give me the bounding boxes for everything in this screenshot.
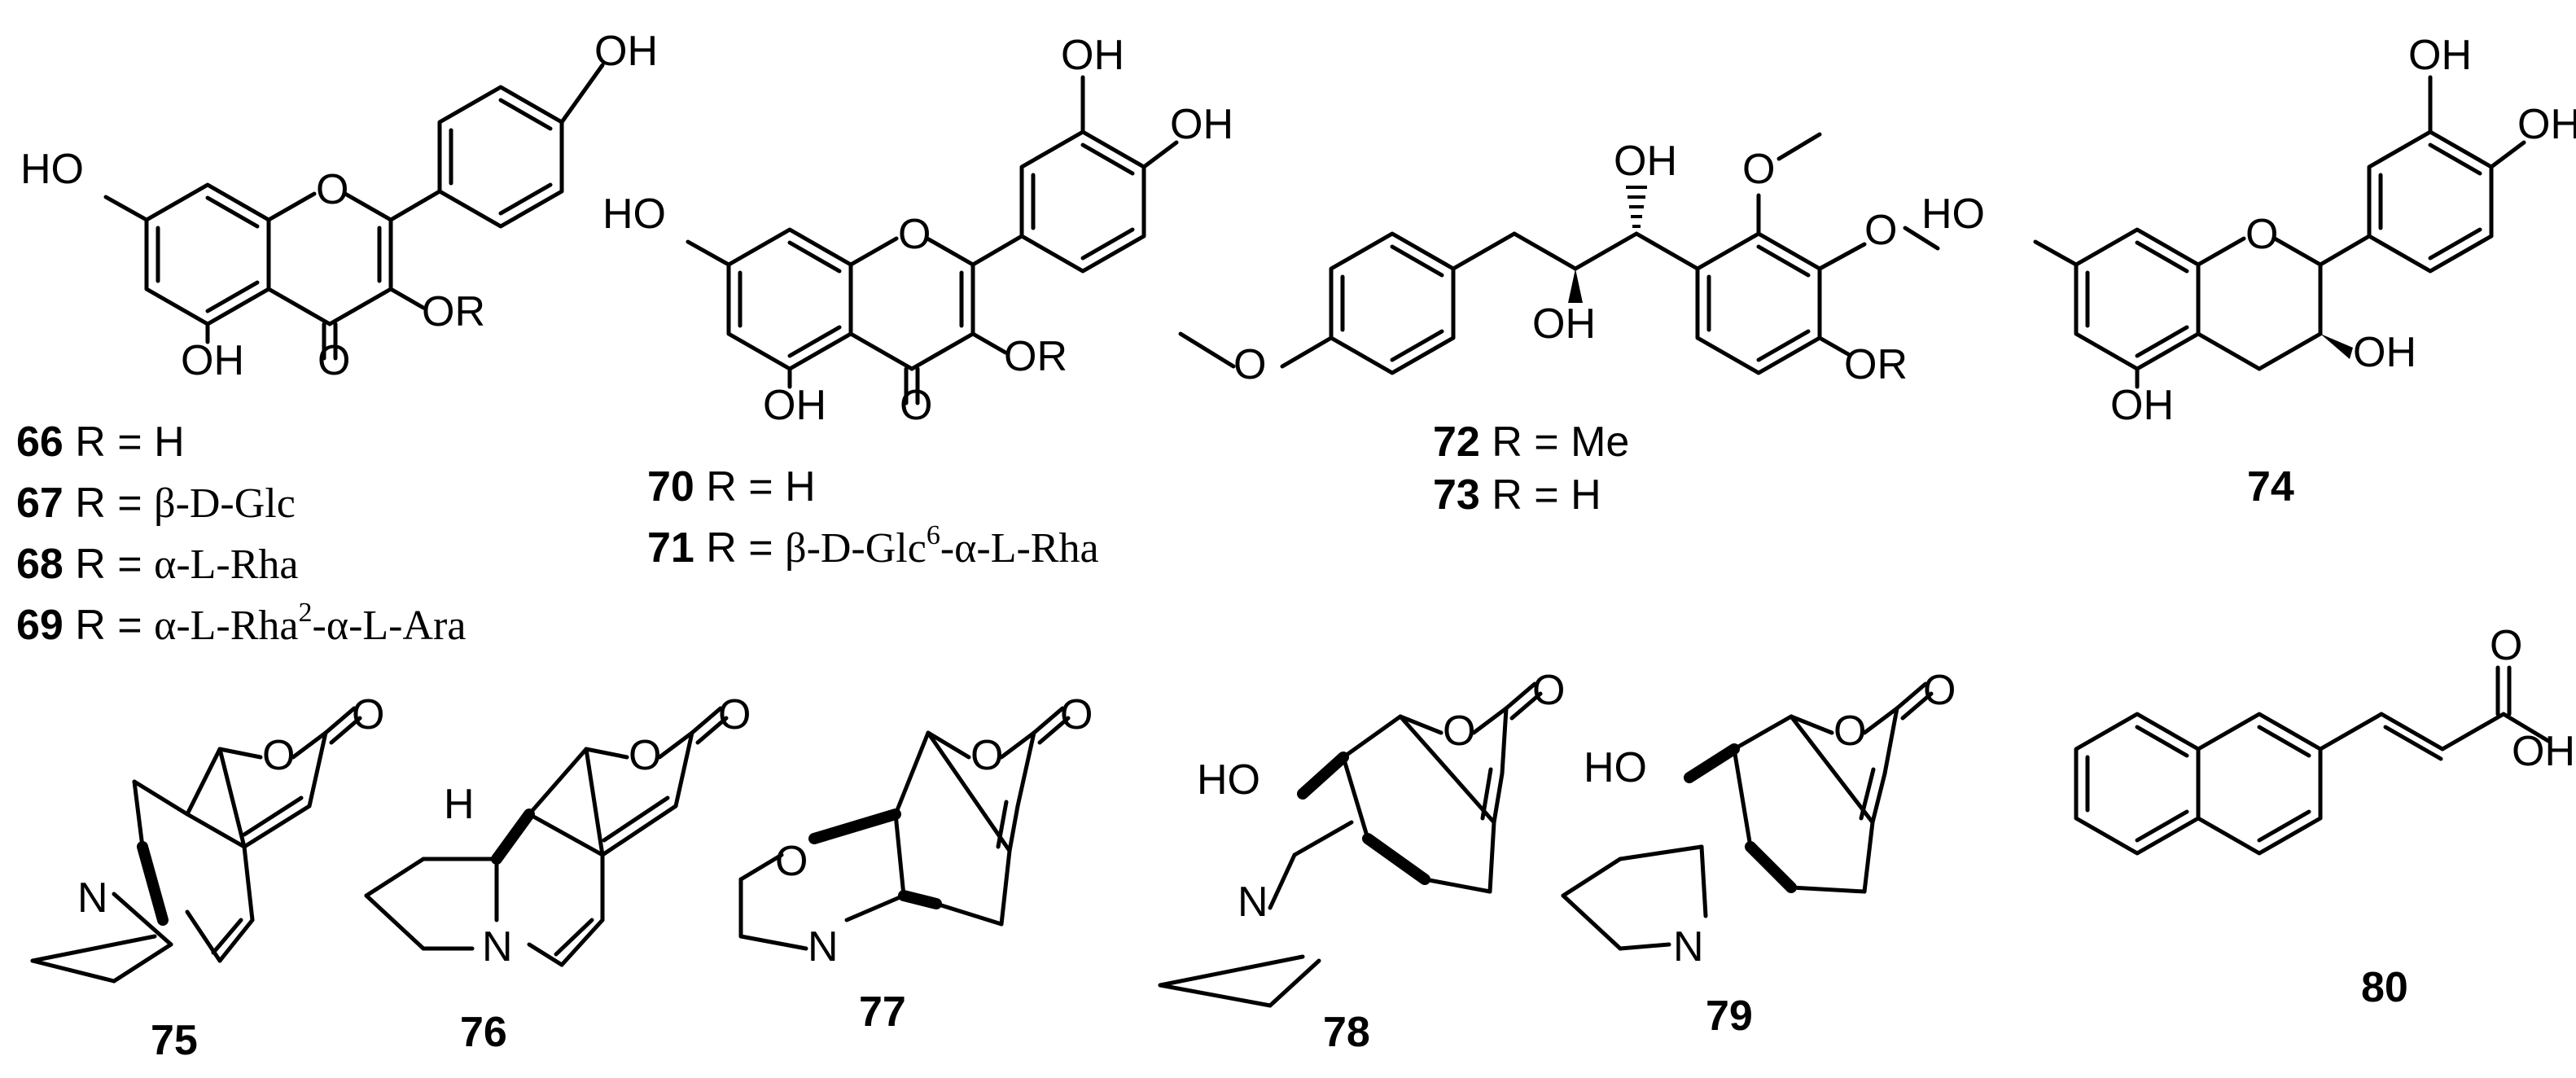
atom-o: O: [1443, 708, 1475, 755]
label-73: 73 R = H: [1433, 471, 1601, 519]
label-76: 76: [460, 1009, 507, 1056]
label-69: 69 R = α-L-Rha2-α-L-Ara: [16, 598, 466, 649]
structure-74: O OH OH HO OH OH: [1921, 32, 2576, 429]
structure-80: O OH: [2074, 622, 2575, 856]
atom-o: O: [2490, 622, 2522, 669]
label-71: 71 R = β-D-Glc6-α-L-Rha: [647, 520, 1099, 572]
atom-o: O: [970, 732, 1003, 779]
atom-o: O: [629, 732, 661, 779]
atom-o: O: [1532, 667, 1565, 714]
atom-oh: OH: [2512, 728, 2575, 775]
atom-ho: HO: [1584, 744, 1647, 791]
atom-ho: HO: [1197, 756, 1260, 804]
atom-n: N: [77, 874, 108, 922]
atom-o: O: [1060, 691, 1093, 738]
compound-labels-70-71: 70 R = H 71 R = β-D-Glc6-α-L-Rha: [647, 463, 1099, 572]
atom-oh: OH: [1532, 300, 1596, 348]
atom-oh: OH: [1061, 32, 1124, 79]
structure-66: O OH HO OH O OR: [20, 28, 658, 384]
atom-oh: OH: [1614, 138, 1677, 185]
atom-oh: OH: [2408, 32, 2472, 79]
label-77: 77: [859, 988, 906, 1036]
atom-ho: HO: [20, 146, 84, 193]
atom-o: O: [1923, 667, 1956, 714]
atom-oh: OH: [1170, 101, 1233, 148]
atom-o: O: [1742, 146, 1775, 193]
atom-o: O: [1233, 341, 1266, 388]
atom-oh: OH: [2353, 329, 2416, 376]
atom-o: O: [316, 166, 348, 213]
atom-n: N: [1238, 879, 1268, 926]
atom-o: O: [318, 337, 350, 384]
atom-o: O: [262, 732, 295, 779]
atom-o: O: [775, 838, 808, 885]
atom-ho: HO: [602, 191, 666, 238]
atom-n: N: [1673, 923, 1704, 971]
atom-n: N: [482, 923, 513, 971]
label-75: 75: [151, 1017, 198, 1064]
atom-o: O: [900, 382, 932, 429]
atom-oh: OH: [2517, 101, 2576, 148]
label-80: 80: [2361, 964, 2408, 1011]
atom-oh: OH: [594, 28, 658, 75]
structure-70: O OH OH HO OH O OR: [602, 32, 1233, 429]
atom-o: O: [898, 211, 931, 258]
atom-h: H: [444, 781, 475, 828]
structure-79: HO N O O: [1561, 667, 1956, 971]
atom-o: O: [718, 691, 751, 738]
atom-or: OR: [422, 288, 485, 335]
compound-labels-72-73: 72 R = Me 73 R = H: [1433, 418, 1629, 519]
label-79: 79: [1706, 993, 1753, 1040]
atom-ho: HO: [1921, 191, 1985, 238]
atom-n: N: [808, 923, 839, 971]
atom-o: O: [352, 691, 384, 738]
structure-76: H N O O: [364, 691, 751, 971]
label-67: 67 R = β-D-Glc: [16, 480, 296, 527]
atom-o: O: [2245, 211, 2278, 258]
label-78: 78: [1323, 1009, 1370, 1056]
atom-or: OR: [1004, 333, 1067, 380]
label-70: 70 R = H: [647, 463, 816, 511]
structure-75: N O O: [30, 691, 384, 984]
atom-o: O: [1833, 708, 1866, 755]
structure-72: O OH OH O O OR: [1178, 132, 1940, 388]
label-68: 68 R = α-L-Rha: [16, 541, 299, 588]
label-74: 74: [2247, 463, 2294, 511]
atom-o: O: [1864, 207, 1897, 254]
label-72: 72 R = Me: [1433, 418, 1629, 466]
atom-oh: OH: [2110, 382, 2174, 429]
structure-78: HO N O O: [1158, 667, 1565, 1008]
atom-or: OR: [1844, 341, 1908, 388]
structure-77: O N O O: [738, 691, 1093, 971]
atom-oh: OH: [763, 382, 826, 429]
atom-oh: OH: [181, 337, 244, 384]
label-66: 66 R = H: [16, 418, 185, 466]
compound-labels-66-69: 66 R = H 67 R = β-D-Glc 68 R = α-L-Rha 6…: [16, 418, 466, 649]
